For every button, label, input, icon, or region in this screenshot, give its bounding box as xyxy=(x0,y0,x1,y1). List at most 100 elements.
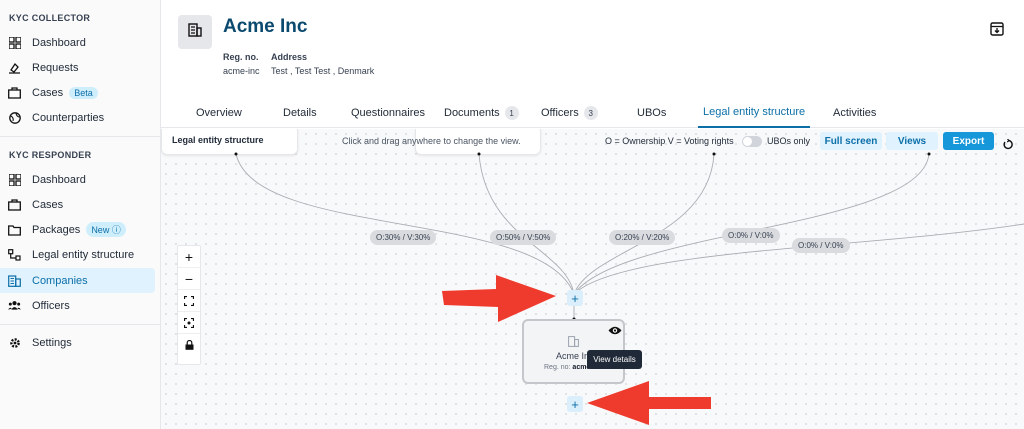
building-icon xyxy=(188,22,202,42)
people-icon xyxy=(8,299,21,312)
tab-label: Questionnaires xyxy=(351,107,425,119)
sidebar-item-officers[interactable]: Officers xyxy=(0,293,155,318)
sidebar-item-collector-dashboard[interactable]: Dashboard xyxy=(0,30,155,55)
ubos-only-toggle[interactable] xyxy=(742,136,762,147)
archive-download-icon[interactable] xyxy=(990,22,1004,36)
briefcase-icon xyxy=(8,198,21,211)
sidebar-item-responder-cases[interactable]: Cases xyxy=(0,192,155,217)
sidebar-item-counterparties[interactable]: Counterparties xyxy=(0,105,155,130)
fit-view-icon xyxy=(183,293,195,309)
export-button[interactable]: Export xyxy=(943,132,994,150)
sidebar-item-requests[interactable]: Requests xyxy=(0,55,155,80)
company-node-card[interactable]: Acme Inc Reg. no: acme xyxy=(522,319,625,384)
sidebar-item-label: Cases xyxy=(32,198,64,211)
edges-layer xyxy=(234,152,1024,425)
zoom-out-button[interactable]: − xyxy=(178,268,200,290)
node-reg-value: acme xyxy=(572,364,591,371)
parent-node-card[interactable] xyxy=(161,129,298,155)
red-arrow-left xyxy=(587,381,711,425)
full-screen-button[interactable]: Full screen xyxy=(820,132,882,150)
ownership-edge xyxy=(573,223,1024,295)
sidebar-item-settings[interactable]: Settings xyxy=(0,330,155,355)
tab-ubos[interactable]: UBOs xyxy=(637,98,666,128)
sidebar-item-label: Settings xyxy=(32,336,72,349)
tab-label: Activities xyxy=(833,107,877,119)
drag-hint: Click and drag anywhere to change the vi… xyxy=(342,136,521,146)
sidebar-item-packages[interactable]: Packages New ⓘ xyxy=(0,217,155,242)
sidebar-item-companies[interactable]: Companies xyxy=(0,268,155,293)
sidebar-item-label: Counterparties xyxy=(32,111,105,124)
tab-legal-entity-structure[interactable]: Legal entity structure xyxy=(698,98,811,128)
lock-icon xyxy=(185,337,194,353)
ownership-edge xyxy=(573,153,930,295)
red-arrow-right xyxy=(442,275,556,322)
dashboard-icon xyxy=(8,36,21,49)
sidebar-item-label: Cases xyxy=(32,86,64,99)
tab-questionnaires[interactable]: Questionnaires xyxy=(351,98,425,128)
company-avatar xyxy=(178,15,212,49)
lock-button[interactable] xyxy=(178,334,200,356)
briefcase-icon xyxy=(8,86,21,99)
address-label: Address xyxy=(271,52,308,62)
edge-label: O:50% / V:50% xyxy=(490,230,557,245)
tab-activities[interactable]: Activities xyxy=(833,98,876,128)
tab-label: Documents xyxy=(444,107,500,119)
sidebar-item-label: Dashboard xyxy=(32,36,86,49)
sidebar-divider xyxy=(0,136,161,137)
globe-icon xyxy=(8,111,21,124)
ubos-only-label: UBOs only xyxy=(767,136,811,146)
node-reg-prefix: Reg. no: xyxy=(544,364,571,371)
help-icon: ⓘ xyxy=(111,225,121,235)
structure-canvas[interactable]: Legal entity structure Click and drag an… xyxy=(161,129,1024,429)
sidebar-item-label: Officers xyxy=(32,299,70,312)
reg-label: Reg. no. xyxy=(223,52,259,62)
views-button[interactable]: Views xyxy=(886,132,938,150)
sidebar-item-legal-entity-structure[interactable]: Legal entity structure xyxy=(0,242,155,267)
tab-label: Details xyxy=(283,107,317,119)
zoom-in-button[interactable]: + xyxy=(178,246,200,268)
add-child-button[interactable]: + xyxy=(567,396,583,412)
documents-count-badge: 1 xyxy=(504,106,519,120)
fit-view-button[interactable] xyxy=(178,290,200,312)
add-parent-button[interactable]: + xyxy=(567,290,583,306)
main-content: Acme Inc Reg. no. acme-inc Address Test … xyxy=(161,0,1024,429)
zoom-controls: + − xyxy=(177,245,201,365)
new-badge-label: New xyxy=(91,225,110,235)
center-view-button[interactable] xyxy=(178,312,200,334)
sidebar-item-label: Dashboard xyxy=(32,173,86,186)
plus-icon: + xyxy=(571,396,579,412)
gear-icon xyxy=(8,336,21,349)
ownership-edge xyxy=(573,153,715,295)
plus-icon: + xyxy=(184,248,194,265)
tab-documents[interactable]: Documents 1 xyxy=(444,98,519,128)
beta-badge: Beta xyxy=(69,86,98,99)
tab-label: Overview xyxy=(196,107,242,119)
building-icon xyxy=(568,334,579,352)
responder-section-title: KYC RESPONDER xyxy=(9,150,92,160)
tab-details[interactable]: Details xyxy=(283,98,317,128)
tab-label: Legal entity structure xyxy=(703,106,806,118)
tab-overview[interactable]: Overview xyxy=(196,98,242,128)
requests-icon xyxy=(8,61,21,74)
edge-label: O:0% / V:0% xyxy=(792,238,850,253)
sidebar-item-label: Requests xyxy=(32,61,79,74)
sidebar-item-label: Legal entity structure xyxy=(32,248,135,261)
ownership-edge xyxy=(478,153,575,295)
eye-icon[interactable] xyxy=(608,323,622,341)
focus-icon xyxy=(183,315,195,331)
address-value: Test , Test Test , Denmark xyxy=(271,66,375,76)
sidebar-item-responder-dashboard[interactable]: Dashboard xyxy=(0,167,155,192)
package-icon xyxy=(8,223,21,236)
reset-icon[interactable] xyxy=(1003,137,1014,150)
annotation-arrows xyxy=(442,275,711,425)
building-icon xyxy=(8,274,21,287)
sidebar-item-label: Companies xyxy=(32,274,88,287)
dashboard-icon xyxy=(8,173,21,186)
edge-label: O:0% / V:0% xyxy=(722,228,780,243)
node-company-name: Acme Inc xyxy=(556,351,594,361)
sidebar-item-collector-cases[interactable]: Cases Beta xyxy=(0,80,155,105)
tab-label: UBOs xyxy=(637,107,667,119)
sidebar-divider xyxy=(0,324,161,325)
legend-text: O = Ownership V = Voting rights xyxy=(605,136,734,146)
